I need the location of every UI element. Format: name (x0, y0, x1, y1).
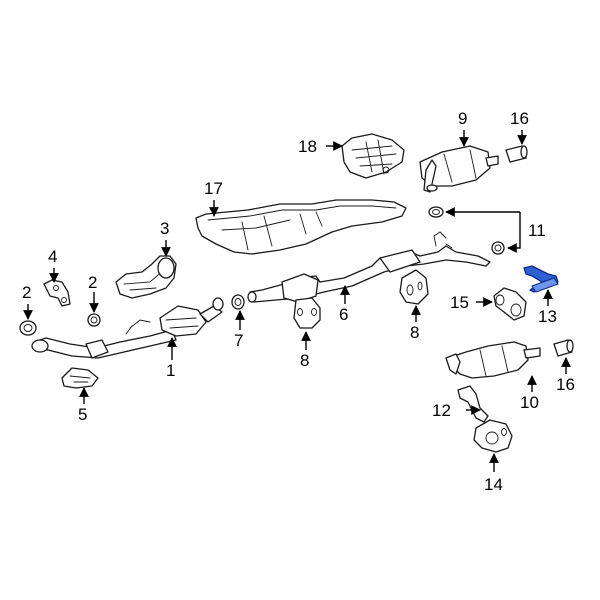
part-2-gasket-left[interactable] (19, 320, 37, 336)
leader-lines (23, 130, 571, 472)
callout-13: 13 (538, 307, 557, 326)
part-13-highlighted-bracket[interactable] (523, 265, 559, 293)
callout-18: 18 (298, 137, 317, 156)
part-7-gasket[interactable] (231, 294, 245, 310)
part-16-tip-lower[interactable] (553, 339, 574, 357)
callout-4: 4 (48, 247, 57, 266)
callout-16-lower: 16 (556, 375, 575, 394)
callout-5: 5 (78, 405, 87, 424)
callout-14: 14 (484, 475, 503, 494)
callout-11: 11 (528, 221, 546, 240)
part-11-gasket-lower[interactable] (491, 241, 505, 255)
part-15-insulator[interactable] (493, 287, 527, 321)
part-2-gasket-right[interactable] (87, 313, 101, 327)
callout-2-left: 2 (22, 283, 31, 302)
part-1-front-pipe-converter[interactable] (31, 297, 224, 359)
part-9-muffler-upper[interactable] (419, 145, 499, 193)
callout-6: 6 (339, 305, 348, 324)
part-14-hanger[interactable] (473, 419, 513, 453)
callout-10: 10 (520, 393, 539, 412)
part-8-hanger-right[interactable] (399, 269, 429, 305)
callout-16-upper: 16 (510, 109, 529, 128)
part-16-tip-upper[interactable] (505, 145, 528, 163)
callout-labels: 2 2 4 3 5 1 7 6 8 8 17 18 9 16 11 15 13 … (22, 109, 575, 494)
callout-12: 12 (432, 401, 451, 420)
callout-7: 7 (234, 331, 243, 350)
part-11-gasket-upper[interactable] (428, 206, 444, 218)
callout-17: 17 (204, 179, 223, 198)
callout-15: 15 (450, 293, 469, 312)
callout-8-left: 8 (300, 351, 309, 370)
part-6-center-pipe[interactable] (247, 231, 491, 303)
part-12-bracket[interactable] (457, 385, 489, 423)
callout-8-right: 8 (410, 323, 419, 342)
part-5-bracket-plate[interactable] (61, 367, 99, 389)
part-10-muffler-lower[interactable] (445, 341, 541, 379)
callout-9: 9 (458, 109, 467, 128)
part-18-heat-shield[interactable] (341, 133, 405, 179)
part-8-hanger-left[interactable] (293, 297, 321, 329)
callout-3: 3 (160, 219, 169, 238)
part-3-manifold-insulator[interactable] (115, 255, 177, 299)
callout-2-right: 2 (88, 273, 97, 292)
part-17-heat-insulator[interactable] (195, 199, 407, 255)
callout-1: 1 (166, 361, 175, 380)
part-4-bracket[interactable] (43, 279, 71, 307)
